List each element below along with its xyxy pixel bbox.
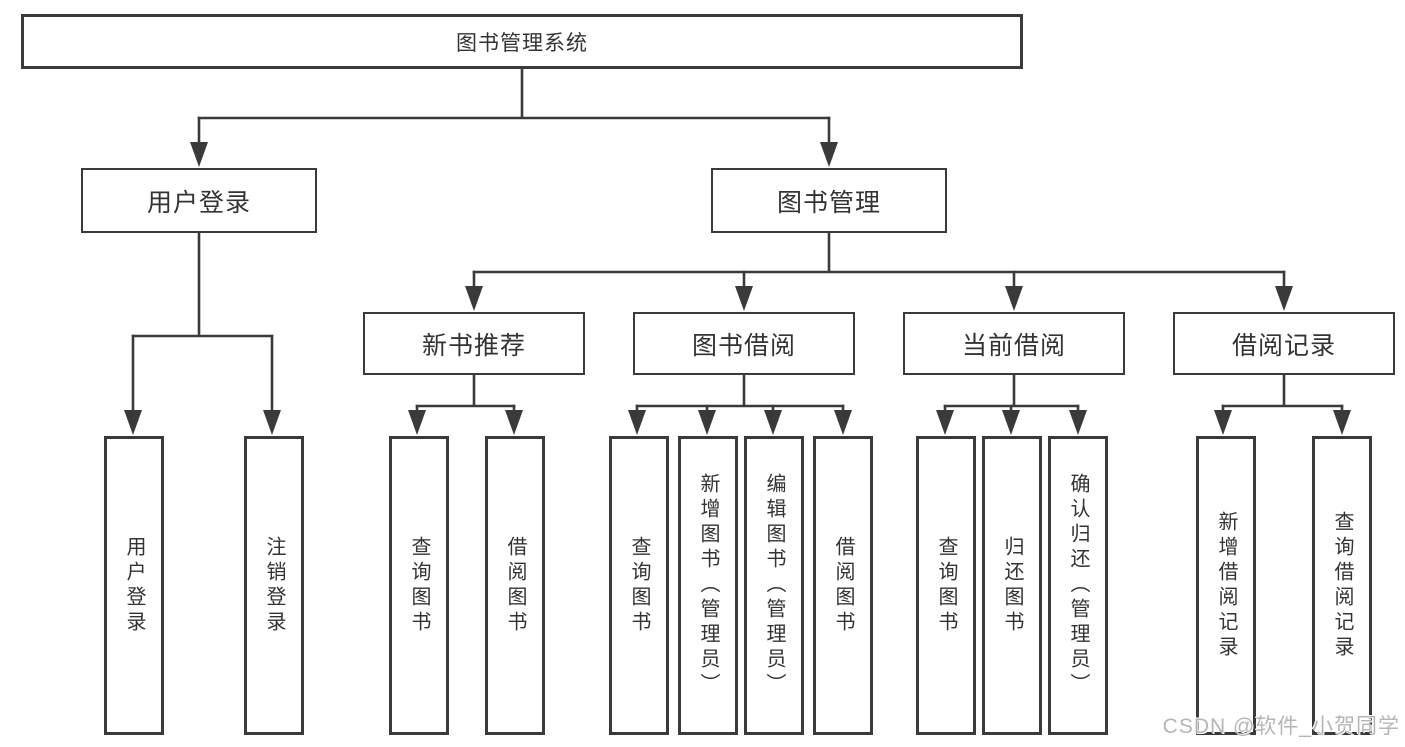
leaf-current-confirm-return-admin: 确认归还（管理员）: [1048, 436, 1108, 735]
leaf-logout: 注销登录: [244, 436, 304, 735]
arrow-heads: [124, 142, 1351, 435]
spine-lines: [131, 67, 1344, 408]
leaf-user-login: 用户登录: [104, 436, 164, 735]
csdn-watermark: CSDN @软件_小贺同学: [1162, 715, 1400, 738]
leaf-current-return-books: 归还图书: [982, 436, 1042, 735]
leaf-borrowing-edit-books-admin: 编辑图书（管理员）: [744, 436, 804, 735]
node-new-book-recommendation: 新书推荐: [363, 312, 585, 375]
leaf-current-query-books: 查询图书: [916, 436, 976, 735]
node-book-borrowing: 图书借阅: [633, 312, 855, 375]
node-book-management: 图书管理: [711, 168, 947, 233]
node-library-management-system: 图书管理系统: [21, 14, 1023, 69]
leaf-recommend-borrow-books: 借阅图书: [485, 436, 545, 735]
node-current-borrowing: 当前借阅: [903, 312, 1125, 375]
leaf-borrowing-query-books: 查询图书: [609, 436, 669, 735]
leaf-records-add-borrow-record: 新增借阅记录: [1196, 436, 1256, 735]
leaf-records-query-borrow-record: 查询借阅记录: [1312, 436, 1372, 735]
node-user-login: 用户登录: [81, 168, 317, 233]
leaf-recommend-query-books: 查询图书: [389, 436, 449, 735]
node-borrowing-records: 借阅记录: [1173, 312, 1395, 375]
leaf-borrowing-borrow-books: 借阅图书: [813, 436, 873, 735]
leaf-borrowing-add-books-admin: 新增图书（管理员）: [678, 436, 738, 735]
